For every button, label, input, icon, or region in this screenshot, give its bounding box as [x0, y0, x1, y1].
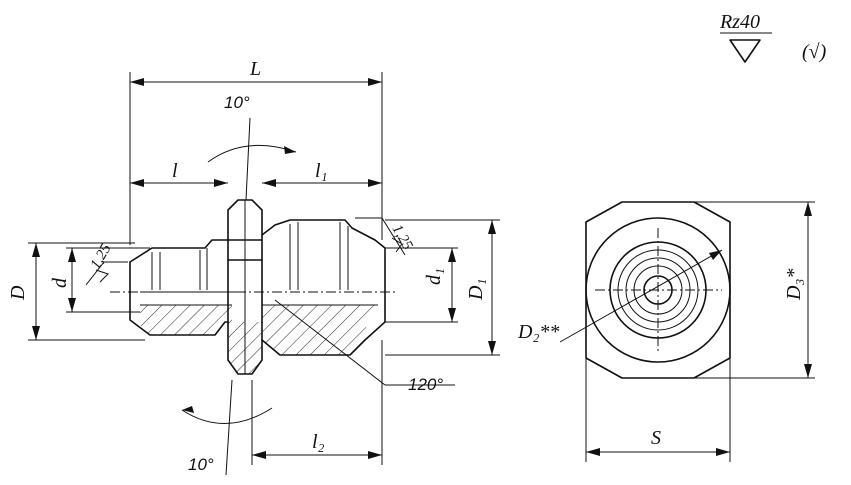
dim-line-D2 — [559, 249, 723, 343]
dim-label-l2: l₂ — [312, 431, 325, 453]
left-nipple-top — [129, 239, 229, 263]
angle-bottom-arc — [181, 407, 273, 424]
roughness-left-leader — [85, 261, 128, 286]
dim-label-D: D — [7, 285, 29, 301]
dim-label-D3: D₃* — [783, 269, 805, 301]
angle-120-label: 120° — [408, 375, 443, 394]
hex-chamfer-circle — [585, 217, 731, 363]
dim-label-d1: d₁ — [423, 268, 445, 285]
end-view: D₂** D₃* S — [517, 201, 815, 462]
check-label: (√) — [802, 41, 827, 63]
dim-label-l: l — [172, 160, 178, 182]
surface-finish: Rz40 (√) — [719, 11, 827, 63]
roughness-triangle — [729, 39, 761, 63]
roughness-left-label: 1,25 — [88, 241, 115, 272]
right-nipple-top — [261, 219, 386, 293]
dim-label-D1: D₁ — [465, 279, 487, 301]
dim-label-l1: l₁ — [315, 160, 328, 182]
angle-top-arc — [207, 144, 297, 163]
dim-label-S: S — [651, 427, 661, 449]
angle-bottom-label: 10° — [188, 455, 214, 474]
side-view: 120° L l l₁ l₂ D — [7, 58, 500, 476]
angle-top-label: 10° — [224, 93, 250, 112]
roughness-right-leader — [355, 217, 406, 256]
section-hatch-left — [140, 305, 232, 335]
rz-label: Rz40 — [719, 11, 760, 33]
dim-label-D2: D₂** — [517, 321, 559, 343]
dim-label-d: d — [49, 277, 71, 288]
dim-label-L: L — [249, 58, 261, 80]
section-hatch-right — [262, 305, 375, 355]
section-hatch-hex — [228, 322, 262, 374]
